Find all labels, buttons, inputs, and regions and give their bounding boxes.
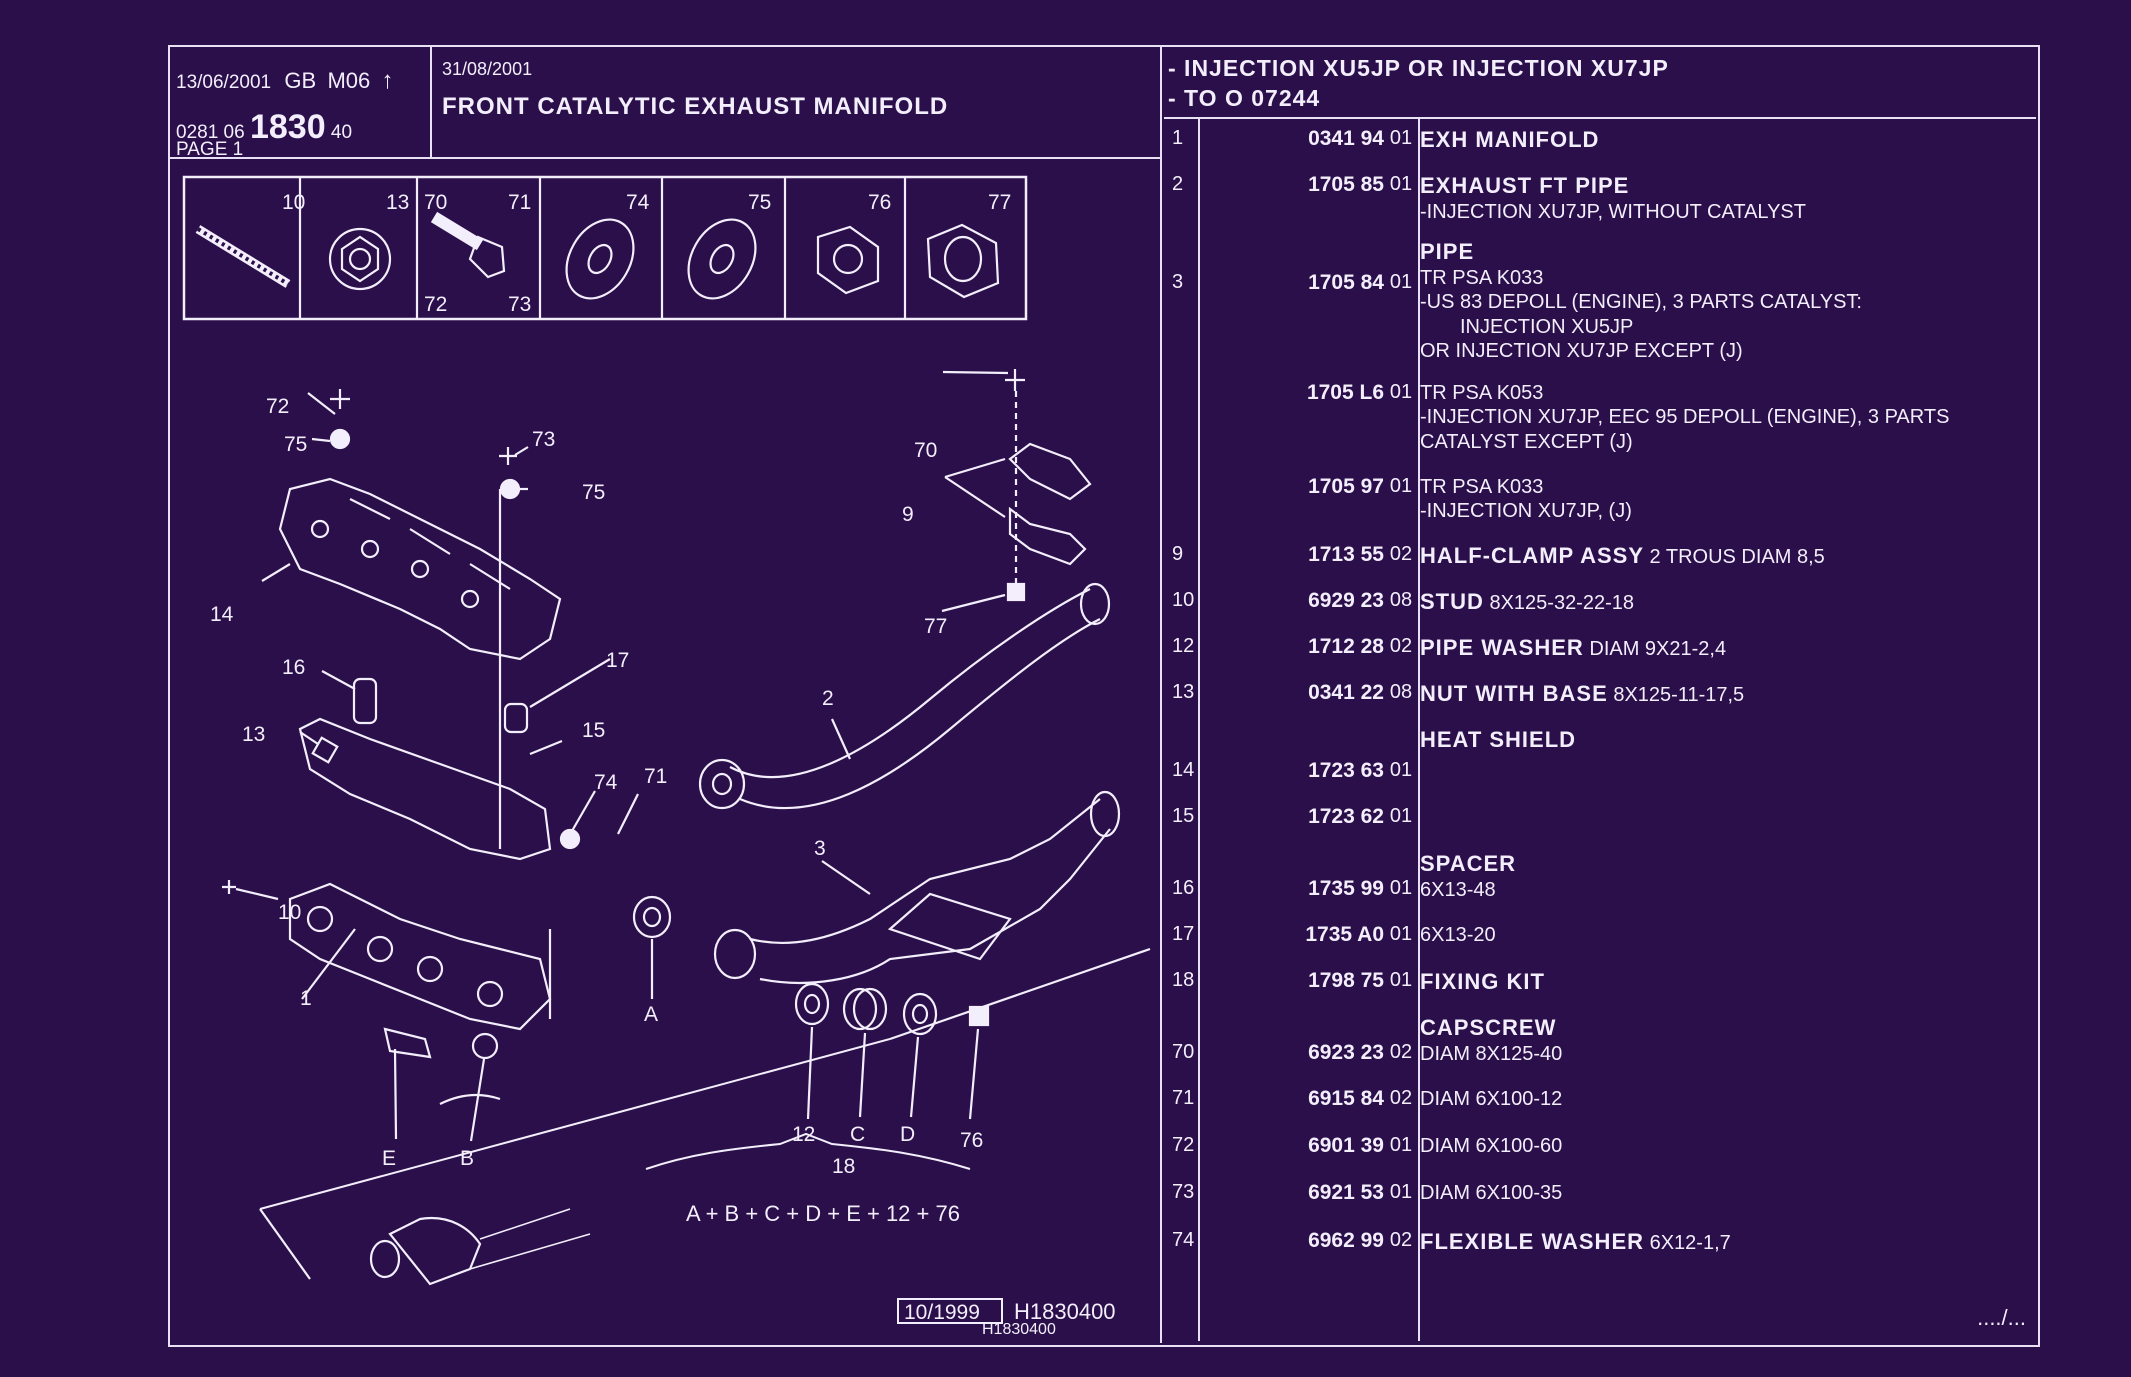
callout-71: 71 bbox=[644, 765, 667, 788]
thumb-num-72: 72 bbox=[424, 293, 447, 316]
continued-marker: ..../... bbox=[1977, 1305, 2026, 1330]
callout-2: 2 bbox=[822, 687, 834, 710]
parts-table: 1 0341 94 01 EXH MANIFOLD 2 1705 85 01 E… bbox=[1164, 119, 2036, 1341]
callout-10: 10 bbox=[278, 901, 301, 924]
thumb-num-76: 76 bbox=[868, 191, 891, 214]
callout-72: 72 bbox=[266, 395, 289, 418]
code-prefix: 0281 06 bbox=[176, 122, 245, 143]
stamp-reference: H1830400 bbox=[1014, 1299, 1116, 1324]
model-code: M06 bbox=[327, 68, 371, 93]
exploded-diagram: 10 13 70 71 72 73 74 75 76 77 72 75 73 7… bbox=[182, 175, 1151, 1338]
callout-75: 75 bbox=[284, 433, 307, 456]
thumbnail-strip bbox=[182, 175, 1028, 321]
callout-12: 12 bbox=[792, 1123, 815, 1146]
callout-B: B bbox=[460, 1147, 474, 1170]
header-code-block: 13/06/2001 GB M06 ↑ 0281 06 1830 40 PAGE… bbox=[170, 47, 432, 160]
callout-1: 1 bbox=[300, 987, 312, 1010]
callout-77: 77 bbox=[924, 615, 947, 638]
callout-74: 74 bbox=[594, 771, 618, 794]
page-title: FRONT CATALYTIC EXHAUST MANIFOLD bbox=[442, 93, 949, 120]
region-code: GB bbox=[284, 68, 317, 93]
stamp-date: 10/1999 bbox=[904, 1301, 980, 1324]
callout-13: 13 bbox=[242, 723, 265, 746]
thumb-num-71: 71 bbox=[508, 191, 531, 214]
callout-A: A bbox=[644, 1003, 658, 1026]
parts-sheet: 13/06/2001 GB M06 ↑ 0281 06 1830 40 PAGE… bbox=[168, 45, 2040, 1347]
fixing-kit-formula: A + B + C + D + E + 12 + 76 bbox=[686, 1201, 960, 1226]
document-date: 31/08/2001 bbox=[442, 59, 533, 79]
callout-E: E bbox=[382, 1147, 396, 1170]
callout-75: 75 bbox=[582, 481, 605, 504]
callout-76: 76 bbox=[960, 1129, 983, 1152]
thumb-num-10: 10 bbox=[282, 191, 305, 214]
thumb-num-74: 74 bbox=[626, 191, 650, 214]
code-suffix: 40 bbox=[330, 122, 353, 143]
footer-reference: H1830400 bbox=[982, 1321, 1056, 1338]
callout-9: 9 bbox=[902, 503, 914, 526]
applicability-line-2: - TO O 07244 bbox=[1168, 85, 1321, 111]
callout-D: D bbox=[900, 1123, 915, 1146]
thumb-num-75: 75 bbox=[748, 191, 771, 214]
callout-18: 18 bbox=[832, 1155, 855, 1178]
table-divider bbox=[1160, 47, 1162, 1343]
callout-15: 15 bbox=[582, 719, 605, 742]
applicability-block: - INJECTION XU5JP OR INJECTION XU7JP - T… bbox=[1164, 47, 2036, 119]
print-date: 13/06/2001 bbox=[176, 72, 272, 93]
callout-3: 3 bbox=[814, 837, 826, 860]
applicability-line-1: - INJECTION XU5JP OR INJECTION XU7JP bbox=[1168, 55, 1669, 81]
header-title-block: 31/08/2001 FRONT CATALYTIC EXHAUST MANIF… bbox=[432, 47, 1160, 159]
callout-73: 73 bbox=[532, 428, 555, 451]
callout-14: 14 bbox=[210, 603, 234, 626]
code-main: 1830 bbox=[249, 108, 326, 146]
callout-16: 16 bbox=[282, 656, 305, 679]
callout-C: C bbox=[850, 1123, 865, 1146]
thumb-num-13: 13 bbox=[386, 191, 409, 214]
page-number: PAGE 1 bbox=[176, 139, 244, 160]
callout-70: 70 bbox=[914, 439, 937, 462]
callout-17: 17 bbox=[606, 649, 629, 672]
arrow-up-icon: ↑ bbox=[381, 67, 394, 94]
thumb-num-77: 77 bbox=[988, 191, 1011, 214]
thumb-num-70: 70 bbox=[424, 191, 447, 214]
thumb-num-73: 73 bbox=[508, 293, 531, 316]
